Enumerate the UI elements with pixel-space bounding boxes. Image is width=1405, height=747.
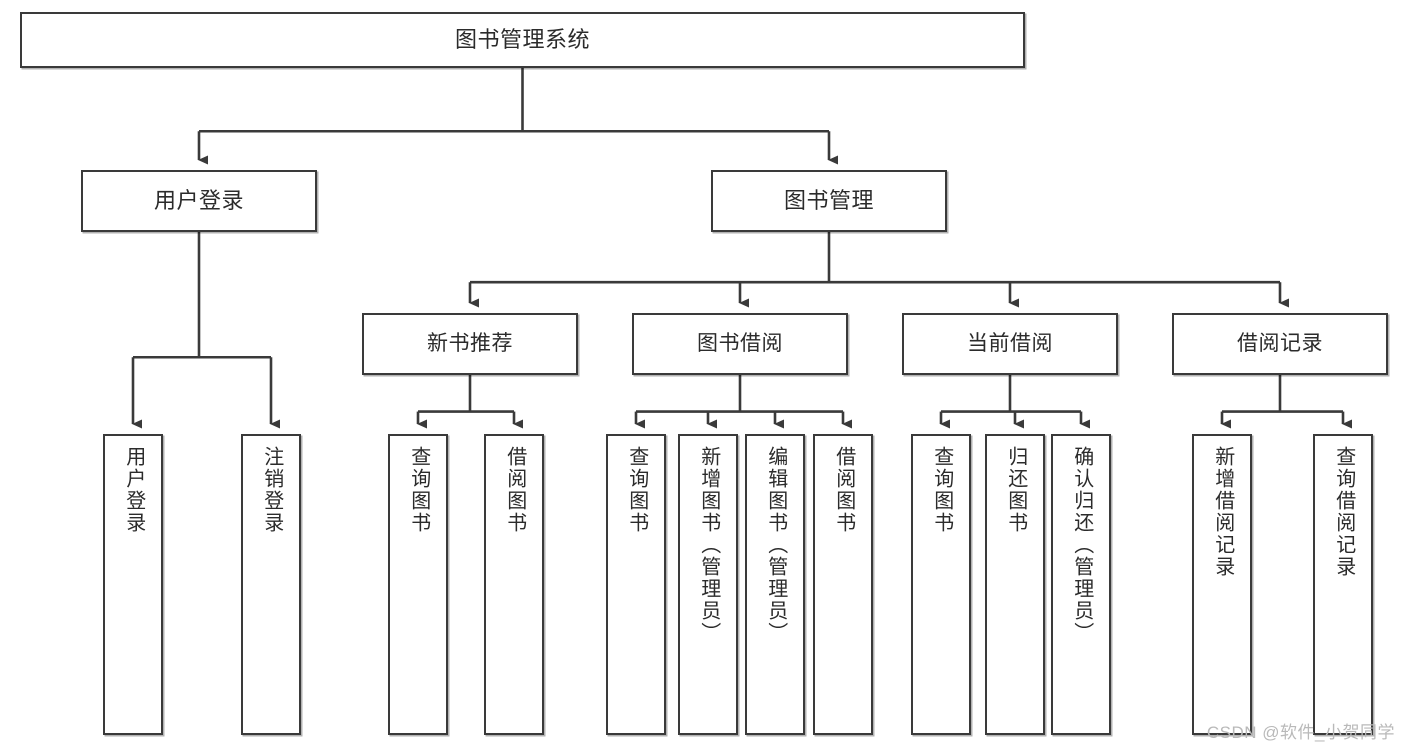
node-leaf-query-book-borrow[interactable]: 查询图书 — [606, 434, 666, 735]
node-label-leaf-user-login: 用户登录 — [122, 446, 145, 534]
node-label-user-login: 用户登录 — [153, 187, 244, 213]
node-label-leaf-borrow-book: 借阅图书 — [832, 446, 855, 534]
node-label-leaf-add-book-admin: 新增图书（管理员） — [697, 446, 720, 644]
node-leaf-query-book-rec[interactable]: 查询图书 — [388, 434, 448, 735]
node-label-root: 图书管理系统 — [454, 26, 590, 52]
node-new-book-recommend[interactable]: 新书推荐 — [362, 313, 578, 375]
node-label-leaf-confirm-return-admin: 确认归还（管理员） — [1070, 446, 1093, 644]
node-label-leaf-query-borrow-record: 查询借阅记录 — [1332, 446, 1355, 578]
node-label-leaf-query-book-current: 查询图书 — [930, 446, 953, 534]
node-leaf-add-book-admin[interactable]: 新增图书（管理员） — [678, 434, 738, 735]
node-root[interactable]: 图书管理系统 — [20, 12, 1025, 68]
node-leaf-user-logout[interactable]: 注销登录 — [241, 434, 301, 735]
node-leaf-user-login[interactable]: 用户登录 — [103, 434, 163, 735]
watermark-text: CSDN @软件_小贺同学 — [1206, 723, 1395, 742]
node-label-current-borrow: 当前借阅 — [967, 331, 1053, 355]
node-leaf-edit-book-admin[interactable]: 编辑图书（管理员） — [745, 434, 805, 735]
node-label-leaf-add-borrow-record: 新增借阅记录 — [1211, 446, 1234, 578]
node-label-borrow-record: 借阅记录 — [1237, 331, 1323, 355]
node-leaf-query-borrow-record[interactable]: 查询借阅记录 — [1313, 434, 1373, 735]
node-current-borrow[interactable]: 当前借阅 — [902, 313, 1118, 375]
node-leaf-add-borrow-record[interactable]: 新增借阅记录 — [1192, 434, 1252, 735]
node-label-new-book-recommend: 新书推荐 — [427, 331, 513, 355]
node-label-leaf-query-book-borrow: 查询图书 — [625, 446, 648, 534]
node-label-leaf-user-logout: 注销登录 — [260, 446, 283, 534]
node-user-login[interactable]: 用户登录 — [81, 170, 317, 232]
node-leaf-return-book[interactable]: 归还图书 — [985, 434, 1045, 735]
node-label-book-borrow: 图书借阅 — [697, 331, 783, 355]
node-leaf-borrow-book[interactable]: 借阅图书 — [813, 434, 873, 735]
node-leaf-confirm-return-admin[interactable]: 确认归还（管理员） — [1051, 434, 1111, 735]
node-book-borrow[interactable]: 图书借阅 — [632, 313, 848, 375]
node-leaf-borrow-book-rec[interactable]: 借阅图书 — [484, 434, 544, 735]
node-leaf-query-book-current[interactable]: 查询图书 — [911, 434, 971, 735]
node-borrow-record[interactable]: 借阅记录 — [1172, 313, 1388, 375]
node-book-manage[interactable]: 图书管理 — [711, 170, 947, 232]
node-label-leaf-query-book-rec: 查询图书 — [407, 446, 430, 534]
node-label-leaf-borrow-book-rec: 借阅图书 — [503, 446, 526, 534]
node-label-leaf-return-book: 归还图书 — [1004, 446, 1027, 534]
node-label-book-manage: 图书管理 — [783, 187, 874, 213]
node-label-leaf-edit-book-admin: 编辑图书（管理员） — [764, 446, 787, 644]
